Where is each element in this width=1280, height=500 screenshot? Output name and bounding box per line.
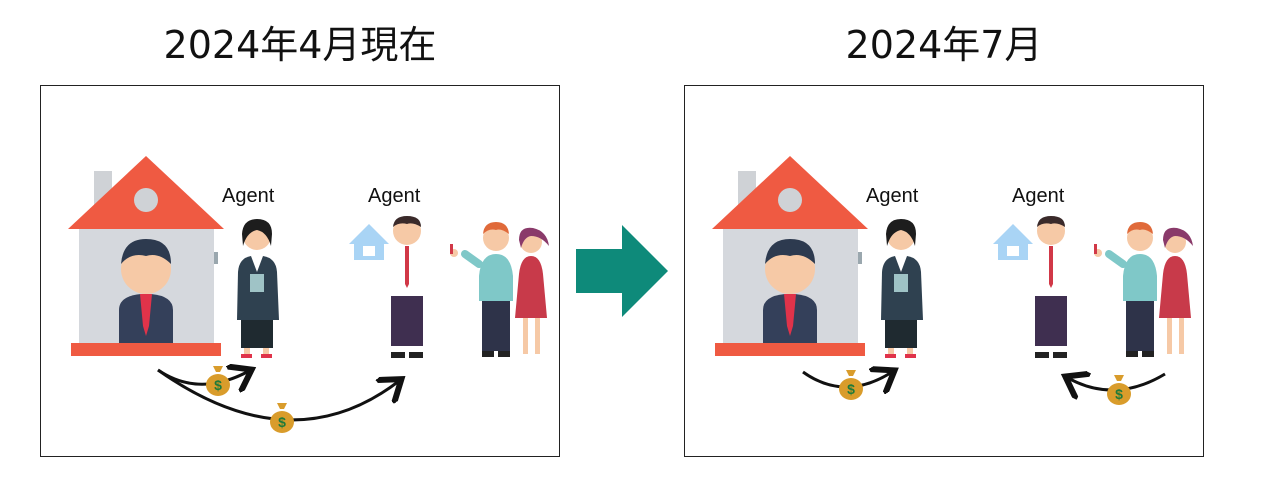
agent-label-buyer-side: Agent: [1012, 185, 1065, 207]
money-bag-icon: $: [1107, 375, 1131, 405]
money-symbol: $: [214, 377, 222, 393]
money-symbol: $: [1115, 386, 1123, 402]
agent-woman-icon: [214, 219, 279, 358]
agent-man-icon: [993, 216, 1102, 358]
house-icon: [68, 156, 224, 356]
money-bag-icon: $: [839, 370, 863, 400]
money-bag-icon: $: [270, 403, 294, 433]
panel-after: Agent Agent $ $: [684, 85, 1204, 457]
seller-icon: [763, 239, 817, 343]
buyer-couple-icon: [1105, 222, 1193, 357]
buyer-couple-icon: [461, 222, 549, 357]
title-before: 2024年4月現在: [163, 23, 437, 67]
agent-label-buyer-side: Agent: [368, 185, 421, 207]
title-after: 2024年7月: [845, 23, 1043, 67]
agent-man-icon: [349, 216, 458, 358]
money-symbol: $: [278, 414, 286, 430]
panel-before: Agent Agent $ $: [40, 85, 560, 457]
small-house-icon: [993, 224, 1033, 260]
money-symbol: $: [847, 381, 855, 397]
agent-woman-icon: [858, 219, 923, 358]
agent-label-seller-side: Agent: [222, 185, 275, 207]
money-bag-icon: $: [206, 366, 230, 396]
agent-label-seller-side: Agent: [866, 185, 919, 207]
house-icon: [712, 156, 868, 356]
small-house-icon: [349, 224, 389, 260]
flow-arrow-icon: [576, 225, 668, 317]
seller-icon: [119, 239, 173, 343]
